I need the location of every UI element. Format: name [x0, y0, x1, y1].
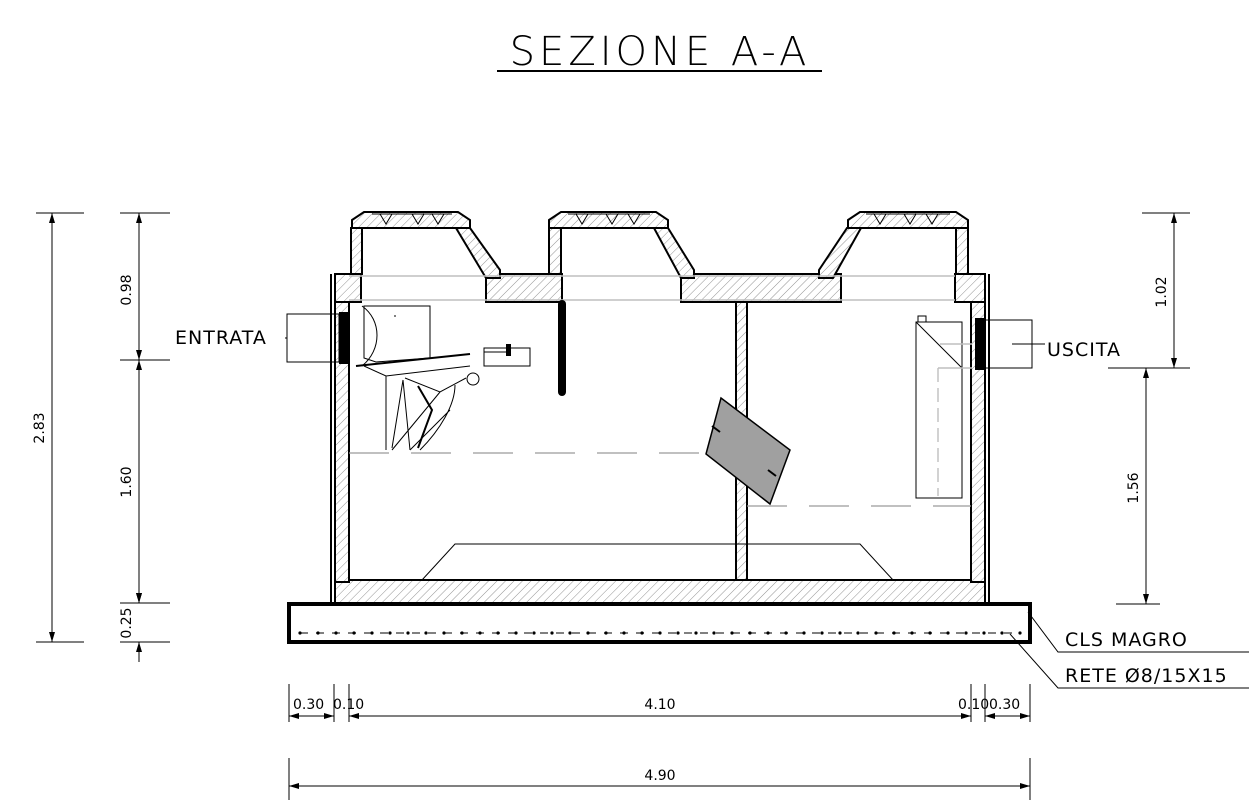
- outlet-pipe: [915, 315, 1033, 499]
- dim-base-left-outer: 0.30: [293, 697, 324, 713]
- mesh-bar-dot: [676, 631, 680, 635]
- hanging-baffle: [558, 300, 566, 396]
- mesh-bar-dot: [856, 631, 860, 635]
- mesh-bar-dot: [388, 631, 392, 635]
- dim-left-upper: 0.98: [119, 274, 135, 305]
- manhole-1-wall-left: [350, 227, 363, 275]
- inlet-pipe: [286, 305, 531, 451]
- mesh-bar-dot: [874, 631, 878, 635]
- foundation: [287, 602, 1032, 644]
- dim-base-right-outer: 0.30: [989, 697, 1020, 713]
- right-wall-top: [954, 273, 986, 303]
- dim-left-middle: 1.60: [119, 466, 135, 497]
- dim-left-bottom: 0.25: [119, 607, 135, 638]
- mesh-bar-dot: [982, 631, 986, 635]
- manhole-1-slope: [454, 227, 501, 279]
- dim-total-width: 4.90: [644, 768, 675, 784]
- mesh-bar-dot: [568, 631, 572, 635]
- mesh-bar-dot: [928, 631, 932, 635]
- outlet-label: USCITA: [1047, 339, 1121, 361]
- mesh-bar-dot: [370, 631, 374, 635]
- mesh-bar-dot: [442, 631, 446, 635]
- manhole-cover-2: [548, 211, 669, 229]
- dim-right-lower: 1.56: [1126, 472, 1142, 503]
- inclined-plate: [705, 396, 791, 506]
- mesh-label: RETE Ø8/15X15: [1065, 665, 1228, 687]
- dim-base-right-wall: 0.10: [958, 697, 989, 713]
- mesh-bar-dot: [946, 631, 950, 635]
- left-wall-top: [334, 273, 362, 303]
- mesh-bar-dot: [1000, 631, 1004, 635]
- mesh-bar-dot: [802, 631, 806, 635]
- dim-total-height: 2.83: [32, 412, 48, 443]
- mesh-bar-dot: [460, 631, 464, 635]
- mesh-bar-dot: [766, 631, 770, 635]
- mesh-bar-dot: [730, 631, 734, 635]
- mesh-bar-dot: [892, 631, 896, 635]
- mesh-bar-dot: [622, 631, 626, 635]
- mesh-bar-dot: [478, 631, 482, 635]
- mesh-bar-dot: [820, 631, 824, 635]
- mesh-bar-dot: [424, 631, 428, 635]
- manhole-3-wall-right: [955, 227, 969, 275]
- mesh-bar-dot: [640, 631, 644, 635]
- lean-concrete-leader: [1027, 611, 1249, 653]
- mesh-bar-dot: [604, 631, 608, 635]
- mesh-bar-dot: [1018, 631, 1022, 635]
- mesh-bar-dot: [352, 631, 356, 635]
- left-dimensions: 2.83 0.98 1.60 0.25: [32, 212, 170, 662]
- mesh-bar-dot: [658, 631, 662, 635]
- mesh-bar-dot: [550, 631, 554, 635]
- mesh-bar-dot: [694, 631, 698, 635]
- mesh-bar-dot: [586, 631, 590, 635]
- mesh-bar-dot: [406, 631, 410, 635]
- sludge-outline: [421, 543, 894, 581]
- mesh-bar-dot: [748, 631, 752, 635]
- mesh-leader: [1009, 633, 1249, 689]
- mesh-bar-dot: [316, 631, 320, 635]
- dim-base-inner: 4.10: [644, 697, 675, 713]
- mesh-bar-dot: [784, 631, 788, 635]
- mesh-bar-dot: [298, 631, 302, 635]
- dim-right-upper: 1.02: [1154, 276, 1170, 307]
- drawing-title: SEZIONE A-A: [510, 29, 811, 75]
- mesh-bar-dot: [964, 631, 968, 635]
- bottom-dimensions: 0.30 0.10 4.10 0.10 0.30 4.90: [288, 684, 1031, 800]
- mesh-bar-dot: [532, 631, 536, 635]
- mesh-bar-dot: [910, 631, 914, 635]
- mesh-bar-dot: [334, 631, 338, 635]
- mesh-bar-dot: [514, 631, 518, 635]
- mesh-bars: [298, 631, 1022, 635]
- lean-concrete-slab: [287, 602, 1032, 644]
- manhole-3-slope: [818, 227, 863, 279]
- dim-base-left-wall: 0.10: [333, 697, 364, 713]
- lean-concrete-label: CLS MAGRO: [1065, 629, 1188, 651]
- manhole-cover-3: [847, 211, 969, 229]
- mesh-bar-dot: [838, 631, 842, 635]
- right-dimensions: 1.02 1.56: [1108, 212, 1190, 605]
- inlet-label: ENTRATA: [175, 327, 267, 349]
- tank-floor: [334, 579, 986, 605]
- manhole-2-wall-left: [548, 227, 562, 275]
- roof-slab-right: [680, 273, 842, 303]
- tank-outline: [330, 274, 990, 604]
- mesh-bar-dot: [496, 631, 500, 635]
- manhole-2-slope: [652, 227, 695, 279]
- manhole-cover-1: [351, 211, 471, 229]
- mesh-bar-dot: [712, 631, 716, 635]
